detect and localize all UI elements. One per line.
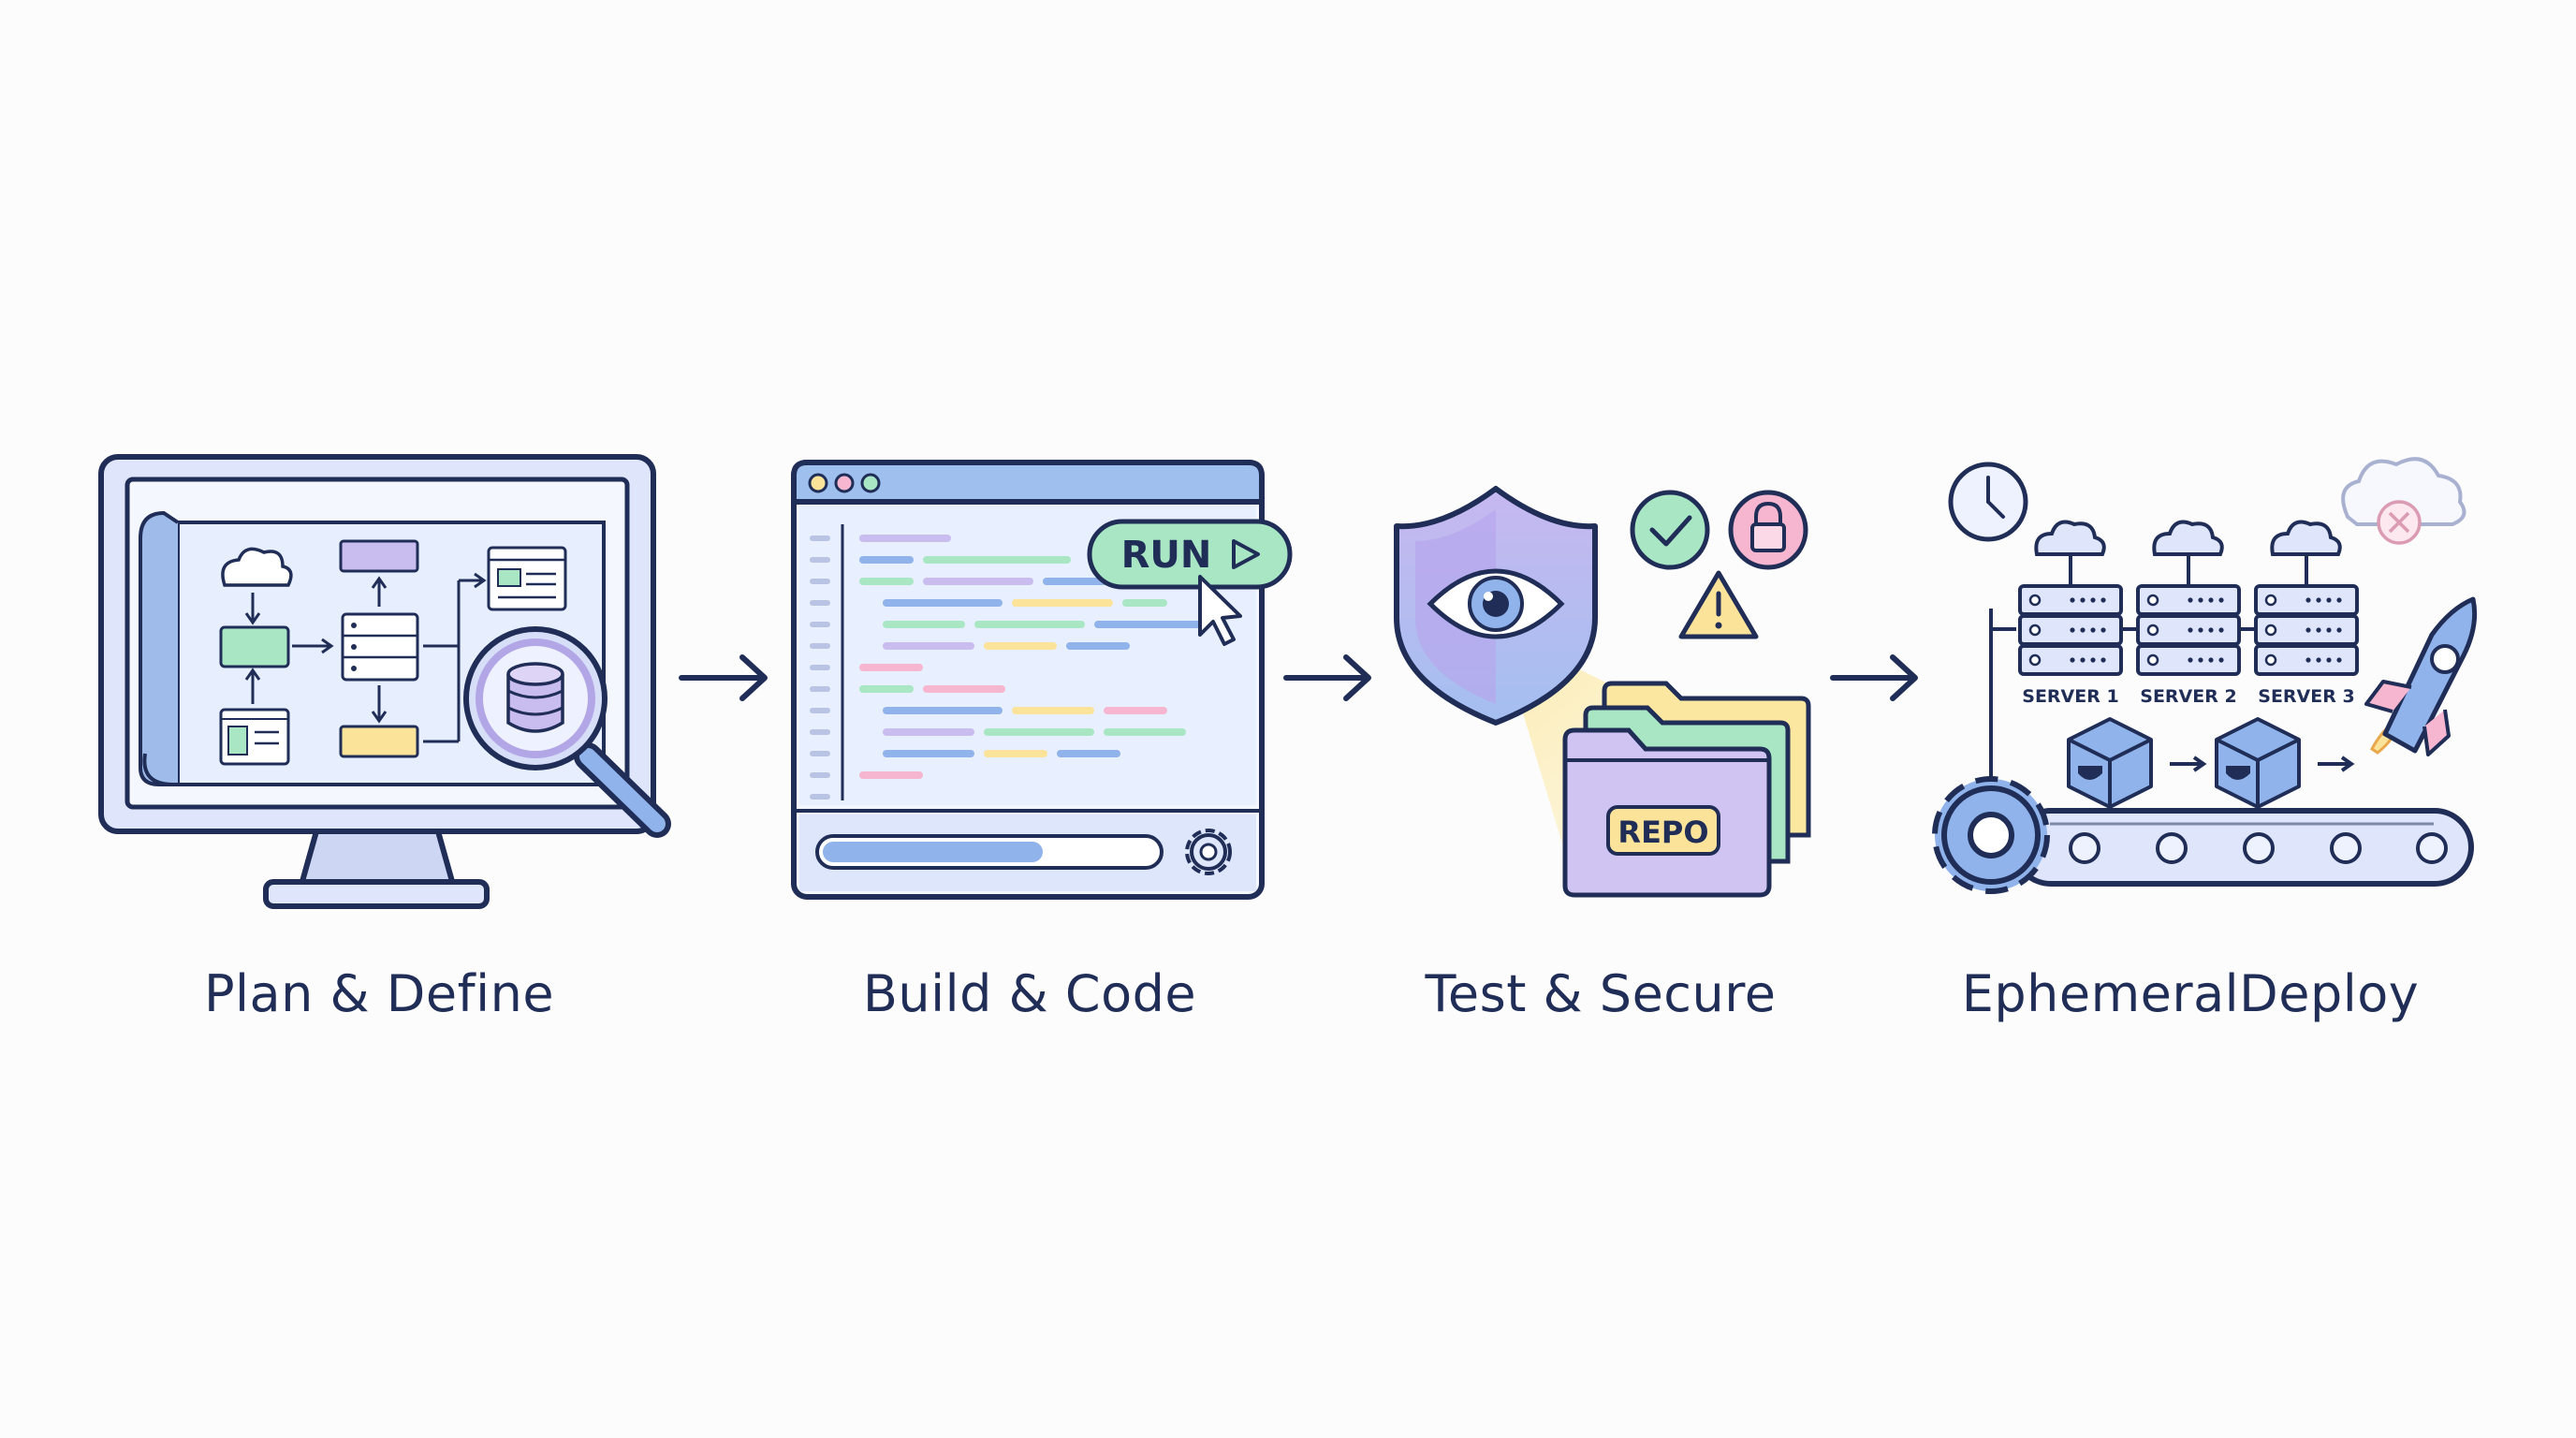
plan-stage-illustration bbox=[98, 454, 671, 909]
server-icon: SERVER 1 bbox=[2018, 520, 2123, 707]
stage-label-build: Build & Code bbox=[862, 964, 1197, 1023]
server-icon: SERVER 3 bbox=[2254, 520, 2359, 707]
rocket-icon bbox=[2364, 596, 2478, 756]
run-label: RUN bbox=[1121, 534, 1212, 577]
line-number-gutter bbox=[810, 536, 830, 800]
code-lines bbox=[859, 535, 1205, 779]
flow-arrow bbox=[1830, 654, 1918, 701]
container-icon bbox=[2215, 717, 2301, 809]
eye-icon bbox=[1427, 568, 1565, 639]
server-label: SERVER 2 bbox=[2140, 686, 2236, 707]
cursor-icon bbox=[1198, 575, 1242, 646]
server-label: SERVER 3 bbox=[2258, 686, 2354, 707]
container-icon bbox=[2067, 717, 2153, 809]
gear-icon bbox=[1932, 776, 2050, 894]
check-icon bbox=[1630, 490, 1710, 570]
server-icon: SERVER 2 bbox=[2136, 520, 2241, 707]
server-group: SERVER 1 SERVER 2 SERVER 3 bbox=[2018, 520, 2359, 707]
conveyor-belt-icon bbox=[2012, 808, 2474, 887]
stage-label-plan: Plan & Define bbox=[203, 964, 555, 1023]
magnifier-icon bbox=[463, 626, 671, 838]
gear-icon bbox=[1185, 829, 1232, 875]
cloud-error-icon bbox=[2341, 457, 2466, 545]
secure-stage-illustration: REPO bbox=[1394, 486, 1811, 898]
cloud-icon bbox=[2270, 520, 2342, 556]
progress-bar bbox=[815, 834, 1164, 870]
cloud-icon bbox=[221, 547, 293, 587]
build-stage-illustration: RUN bbox=[791, 460, 1293, 900]
run-button[interactable]: RUN bbox=[1087, 519, 1293, 590]
deploy-stage-illustration: SERVER 1 SERVER 2 SERVER 3 bbox=[1932, 457, 2478, 894]
flowchart-icon bbox=[219, 539, 567, 766]
cloud-icon bbox=[2034, 520, 2106, 556]
warning-icon bbox=[1678, 570, 1759, 639]
flow-arrow bbox=[1283, 654, 1371, 701]
server-label: SERVER 1 bbox=[2022, 686, 2118, 707]
repo-label: REPO bbox=[1617, 814, 1708, 850]
lock-icon bbox=[1728, 490, 1808, 570]
cloud-icon bbox=[2152, 520, 2224, 556]
stage-label-secure: Test & Secure bbox=[1425, 964, 1777, 1023]
clock-icon bbox=[1948, 462, 2028, 542]
database-icon bbox=[506, 662, 564, 733]
flow-arrow bbox=[679, 654, 768, 701]
folder-icon: REPO bbox=[1562, 681, 1811, 898]
stage-label-deploy: EphemeralDeploy bbox=[1961, 964, 2420, 1023]
